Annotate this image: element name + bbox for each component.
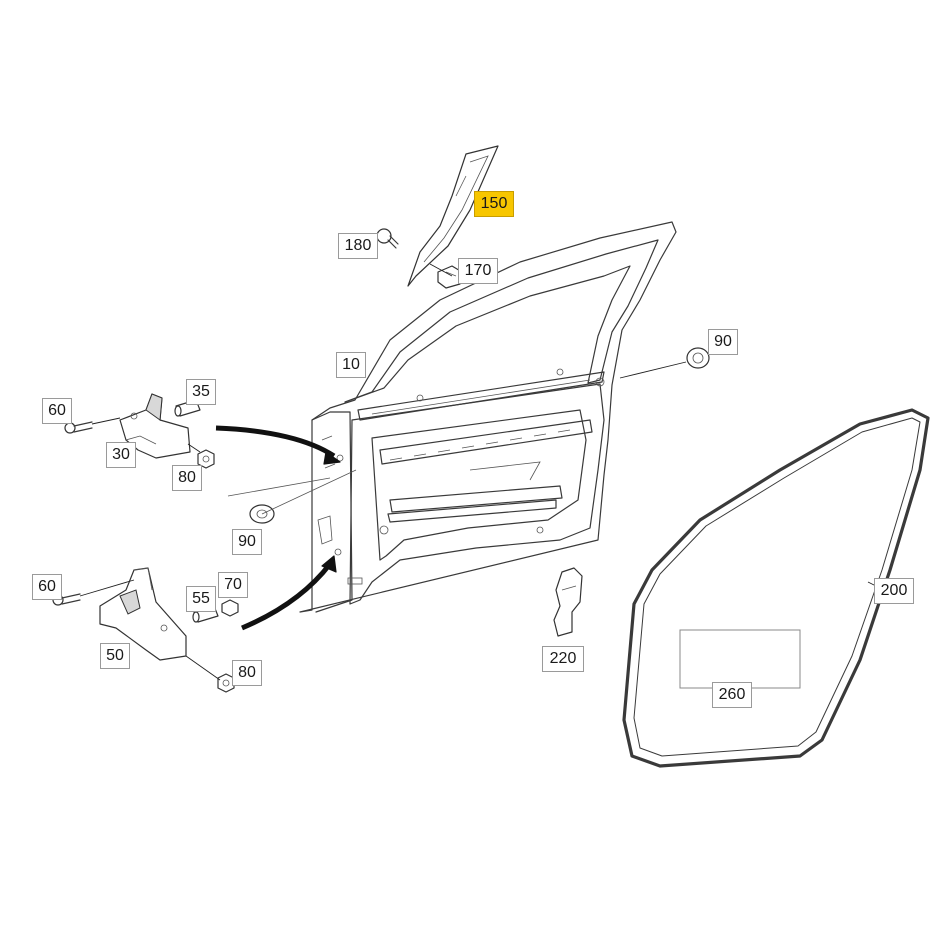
- callout-35[interactable]: 35: [186, 379, 216, 405]
- trim-strip-150[interactable]: [407, 145, 499, 287]
- callout-70[interactable]: 70: [218, 572, 248, 598]
- door-seal-200[interactable]: [622, 408, 930, 768]
- arrow-top-hinge: [215, 425, 336, 459]
- callout-220[interactable]: 220: [542, 646, 584, 672]
- nut-80-top[interactable]: [197, 449, 215, 469]
- screw-180[interactable]: [376, 228, 399, 249]
- label-plate-260[interactable]: [679, 629, 801, 689]
- callout-150[interactable]: 150: [474, 191, 514, 217]
- bracket-220[interactable]: [553, 567, 583, 637]
- callout-90-left[interactable]: 90: [232, 529, 262, 555]
- callout-30[interactable]: 30: [106, 442, 136, 468]
- callout-55[interactable]: 55: [186, 586, 216, 612]
- callout-50[interactable]: 50: [100, 643, 130, 669]
- washer-90-right[interactable]: [686, 347, 710, 369]
- callout-200[interactable]: 200: [874, 578, 914, 604]
- callout-90-right[interactable]: 90: [708, 329, 738, 355]
- callout-10[interactable]: 10: [336, 352, 366, 378]
- door-shell: [299, 221, 677, 613]
- callout-60-top[interactable]: 60: [42, 398, 72, 424]
- callout-170[interactable]: 170: [458, 258, 498, 284]
- callout-60-bottom[interactable]: 60: [32, 574, 62, 600]
- nut-70[interactable]: [221, 599, 239, 617]
- bolt-60-top[interactable]: [64, 421, 93, 434]
- hinge-bottom-50[interactable]: [99, 567, 187, 661]
- callout-180[interactable]: 180: [338, 233, 378, 259]
- callout-260[interactable]: 260: [712, 682, 752, 708]
- nut-80-bottom[interactable]: [217, 673, 235, 693]
- arrow-bottom-hinge: [241, 562, 332, 631]
- callout-80-bottom[interactable]: 80: [232, 660, 262, 686]
- callout-80-top[interactable]: 80: [172, 465, 202, 491]
